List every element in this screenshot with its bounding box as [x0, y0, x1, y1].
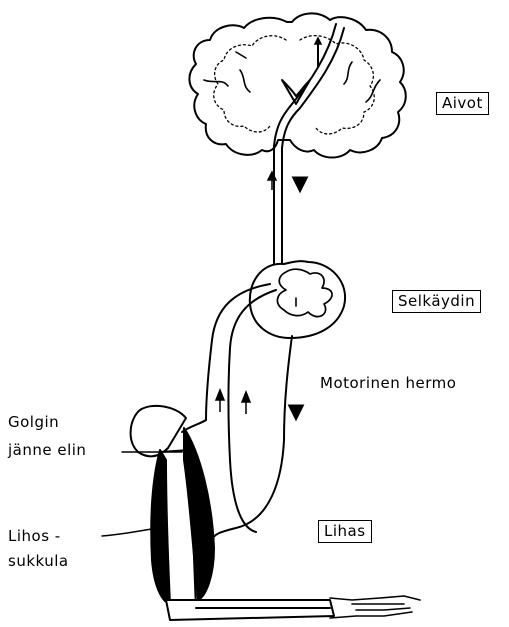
- brain-sulcus: [236, 52, 246, 58]
- down-arrow-icon: [294, 178, 306, 190]
- muscle-label: Lihas: [318, 520, 372, 543]
- golgi-label-line2: jänne elin: [8, 441, 86, 459]
- up-arrow-icon: [216, 390, 224, 412]
- motor-nerve-label: Motorinen hermo: [320, 374, 456, 392]
- motor-nerve: [212, 336, 292, 540]
- brain-label: Aivot: [436, 92, 489, 115]
- down-arrow-icon: [290, 406, 302, 418]
- brain-cortex-line: [214, 36, 286, 132]
- motor-tract: [282, 28, 344, 298]
- brain-sulcus: [240, 70, 250, 92]
- brain-sulcus: [344, 62, 352, 84]
- hand: [330, 596, 420, 618]
- spinal-cord-label: Selkäydin: [392, 290, 481, 313]
- arm-outline: [131, 406, 186, 457]
- spindle-label-line2: sukkula: [8, 552, 69, 570]
- up-arrow-icon: [315, 38, 321, 52]
- spindle-leader-line: [102, 528, 158, 536]
- spindle-label-line1: Lihos -: [8, 527, 61, 545]
- brain-sulcus: [204, 80, 228, 86]
- golgi-label-line1: Golgin: [8, 413, 59, 431]
- brain-outline: [189, 13, 405, 157]
- forearm: [166, 600, 334, 620]
- brain-sulcus: [366, 80, 380, 102]
- up-arrow-icon: [242, 392, 250, 414]
